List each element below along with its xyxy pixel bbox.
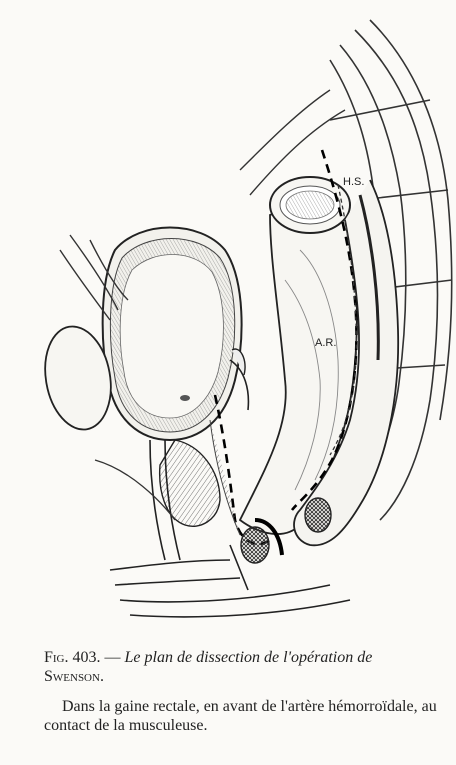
label-hs: H.S. (343, 176, 364, 188)
figure-number: Fig. 403. — (44, 649, 121, 666)
figure-description: Dans la gaine rectale, en avant de l'art… (44, 697, 444, 735)
dissection-drawing: H.S. A.R. (0, 0, 456, 640)
anatomical-illustration: H.S. A.R. (0, 0, 456, 640)
figure-caption: Fig. 403. — Le plan de dissection de l'o… (44, 648, 444, 686)
figure-title: Le plan de dissection de l'opération de (125, 649, 373, 666)
bladder (103, 228, 242, 441)
caption-line-1: Fig. 403. — Le plan de dissection de l'o… (44, 648, 444, 667)
figure-author: Swenson. (44, 667, 444, 686)
label-ar: A.R. (315, 337, 336, 349)
